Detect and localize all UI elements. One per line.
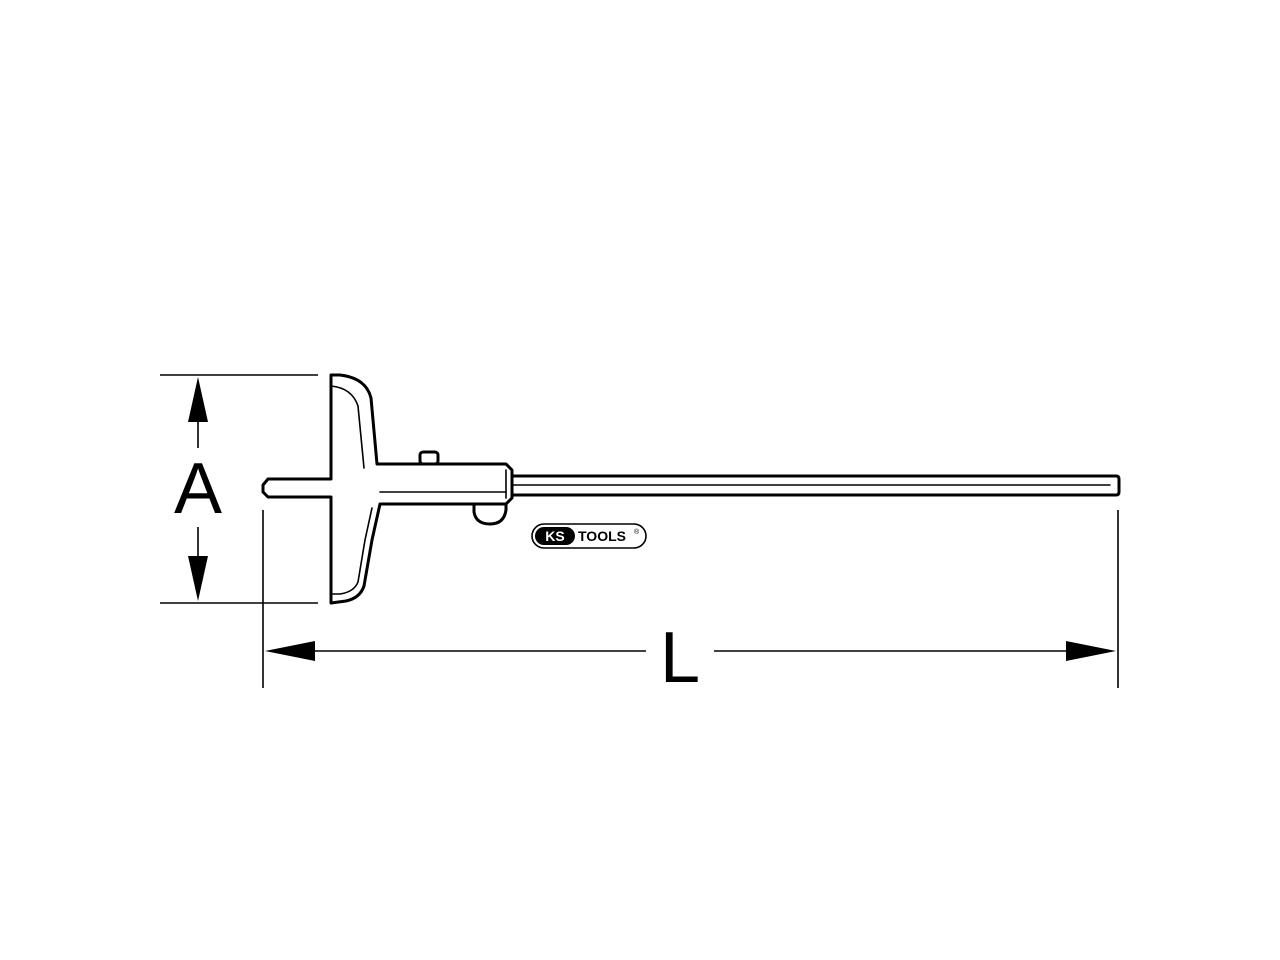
dimension-l <box>262 510 1119 688</box>
locking-screw <box>418 450 440 466</box>
flange-inner-contour <box>330 507 373 595</box>
logo-text-ks: KS <box>545 528 564 544</box>
ks-tools-logo: KS TOOLS ® <box>531 523 647 549</box>
dimension-a-label: A <box>174 449 222 529</box>
depth-gauge-tool <box>261 373 1121 605</box>
dimension-a-arrow-down <box>188 556 208 601</box>
base-inner-contour <box>330 385 365 469</box>
dimension-a <box>160 374 318 604</box>
dimension-l-arrow-left <box>265 641 315 661</box>
dimension-l-arrow-right <box>1066 641 1116 661</box>
logo-text-tools: TOOLS <box>578 528 626 544</box>
thumb-wheel <box>472 502 508 526</box>
dimension-a-arrow-up <box>188 377 208 422</box>
logo-registered-mark: ® <box>634 528 640 536</box>
slider-body <box>261 373 514 605</box>
logo-ks-badge <box>535 527 575 545</box>
dimension-l-label: L <box>660 618 700 698</box>
